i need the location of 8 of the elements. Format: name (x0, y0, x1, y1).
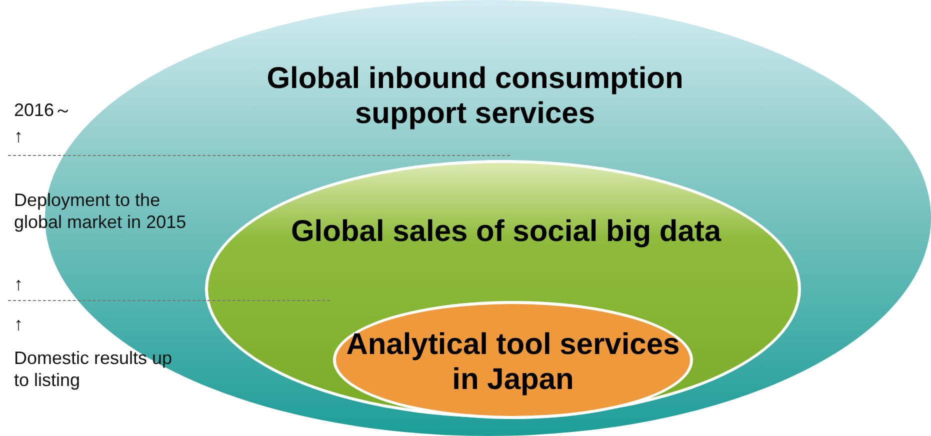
up-arrow-symbol: ↑ (14, 274, 24, 296)
up-arrow-symbol: ↑ (14, 126, 24, 148)
region-title: Global sales of social big data (290, 215, 722, 250)
stage-note: Domestic results up to listing (14, 348, 174, 392)
up-arrow-symbol: ↑ (14, 314, 24, 336)
region-title: Analytical tool services in Japan (345, 328, 681, 397)
region-title: Global inbound consumption support services (266, 62, 684, 131)
year-label: 2016～ (14, 100, 74, 122)
